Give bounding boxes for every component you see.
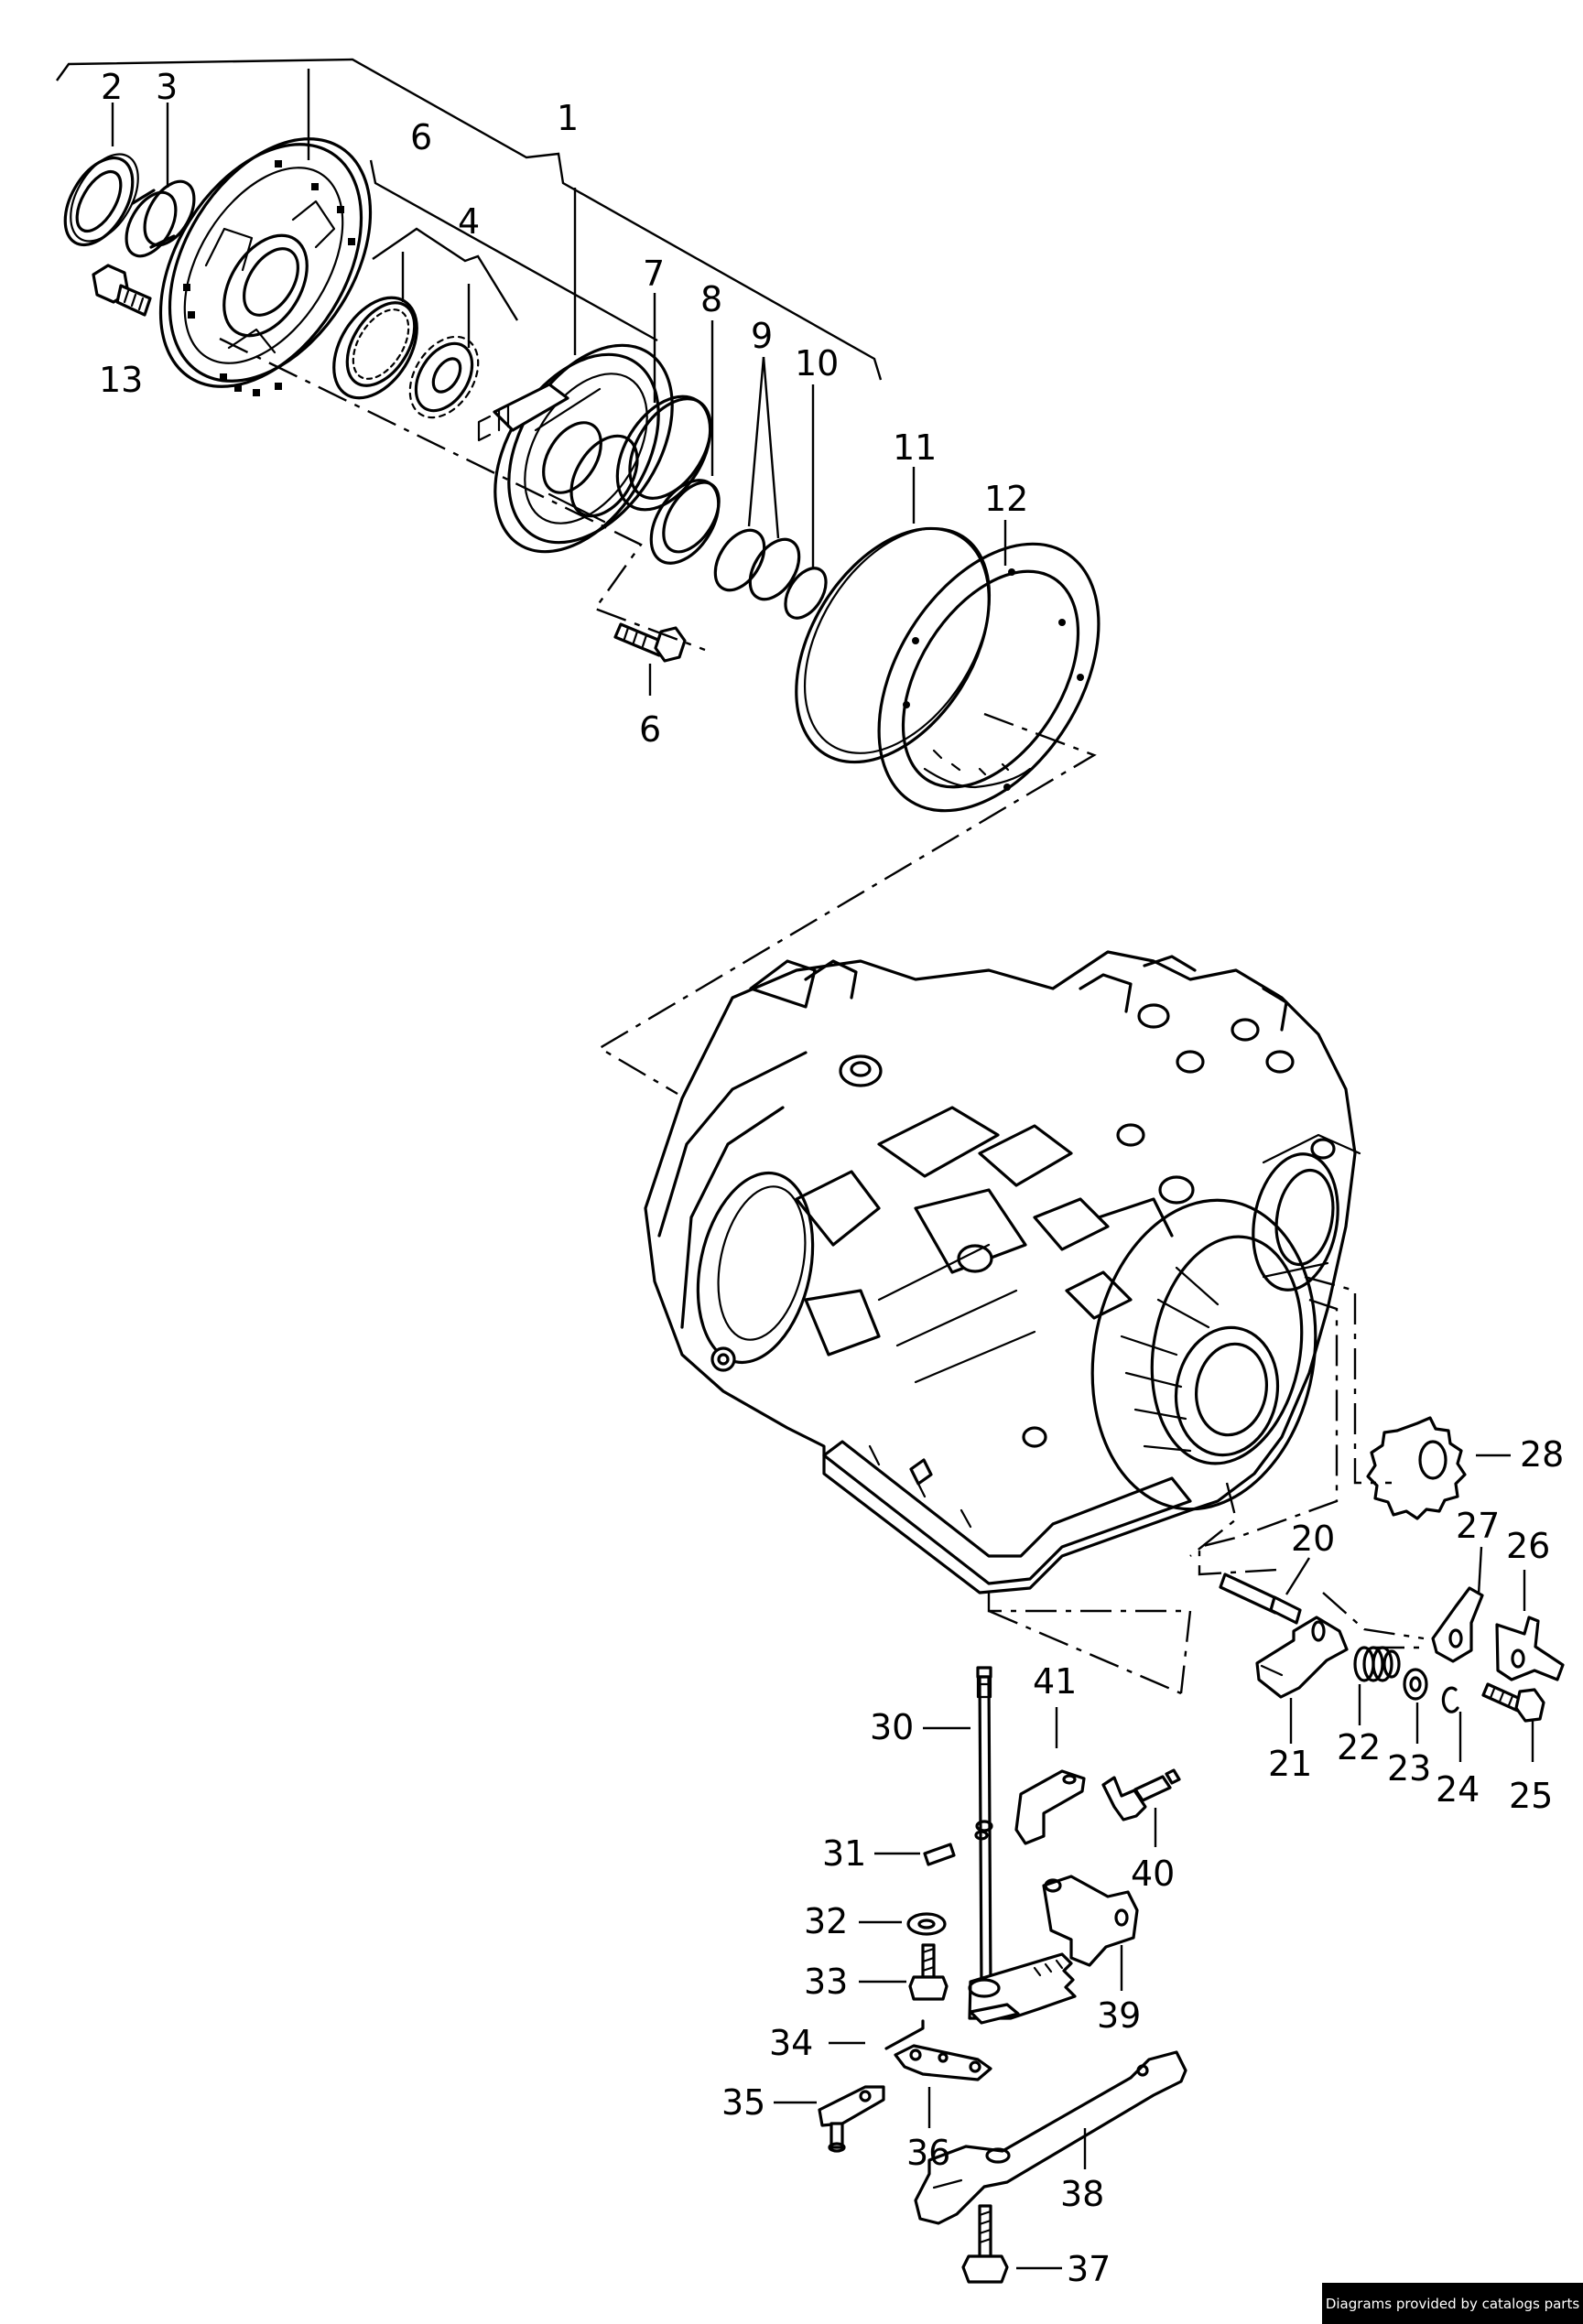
selector-shaft-part-30 <box>975 1666 993 1990</box>
callout-30: 30 <box>870 1707 914 1747</box>
callout-4: 4 <box>458 201 480 242</box>
callout-22: 22 <box>1337 1727 1381 1767</box>
detent-lever-part-21 <box>1255 1616 1349 1699</box>
bracket-part-26 <box>1495 1616 1565 1681</box>
footer-credit-text: Diagrams provided by catalogs parts <box>1325 2295 1580 2312</box>
snap-rings-part-9 <box>713 528 801 601</box>
bolt-part-37 <box>961 2204 1009 2284</box>
pump-shaft-part-1 <box>477 343 674 554</box>
callout-27: 27 <box>1456 1506 1500 1546</box>
callout-26: 26 <box>1506 1526 1550 1566</box>
gear-set-part-4 <box>332 296 480 419</box>
callout-11: 11 <box>893 427 937 468</box>
callout-10: 10 <box>795 343 839 384</box>
bolt-part-33 <box>908 1943 949 2001</box>
callout-37: 37 <box>1067 2249 1111 2289</box>
callout-2: 2 <box>101 67 123 107</box>
switch-part-39 <box>1042 1875 1139 1967</box>
circlip-part-24 <box>1441 1686 1459 1713</box>
alignment-lines-top <box>219 337 1097 1096</box>
callout-23: 23 <box>1387 1748 1431 1789</box>
lever-part-27 <box>1431 1586 1484 1663</box>
o-ring-part-11 <box>795 526 992 764</box>
callout-3: 3 <box>156 67 178 107</box>
washer-part-32 <box>906 1912 947 1936</box>
pin-part-31 <box>923 1830 989 1866</box>
washer-part-23 <box>1403 1668 1428 1701</box>
callout-36: 36 <box>906 2133 950 2173</box>
callout-31: 31 <box>822 1833 866 1874</box>
transmission-housing <box>644 950 1361 1594</box>
callout-34: 34 <box>769 2023 813 2063</box>
spring-part-22 <box>1353 1646 1401 1682</box>
bolt-part-25 <box>1481 1682 1545 1723</box>
alignment-lines-housing <box>987 1275 1428 1695</box>
callout-32: 32 <box>804 1901 848 1941</box>
plate-part-36 <box>894 2044 992 2081</box>
callout-40: 40 <box>1131 1854 1175 1894</box>
callout-1: 1 <box>557 98 579 138</box>
callout-12: 12 <box>984 479 1028 519</box>
bolt-part-13 <box>92 264 152 317</box>
bolt-part-6 <box>613 622 687 663</box>
selector-segment <box>968 1952 1077 2025</box>
callout-38: 38 <box>1060 2174 1104 2214</box>
gasket-part-12 <box>877 542 1101 813</box>
lever-part-35 <box>818 2085 885 2153</box>
clip-part-34 <box>884 2019 925 2050</box>
callout-8: 8 <box>700 279 722 319</box>
callout-39: 39 <box>1097 1995 1141 2036</box>
seal-ring-part-2 <box>63 153 139 247</box>
sensor-part-40 <box>1101 1768 1181 1821</box>
ring-part-10 <box>784 567 828 620</box>
operating-lever-part-38 <box>914 2050 1187 2225</box>
callout-labels: 2 3 6 1 4 7 8 9 10 13 11 12 6 28 20 27 2… <box>99 67 1564 2289</box>
callout-28: 28 <box>1520 1434 1564 1475</box>
leader-lines <box>111 69 1534 2270</box>
callout-21: 21 <box>1268 1744 1312 1784</box>
callout-33: 33 <box>804 1962 848 2002</box>
callout-9: 9 <box>751 316 773 356</box>
ring-part-8 <box>649 479 721 565</box>
clamp-part-41 <box>1014 1769 1086 1845</box>
callout-7: 7 <box>643 254 665 294</box>
pin-part-20 <box>1219 1573 1302 1625</box>
sprocket-part-28 <box>1366 1416 1467 1520</box>
pump-housing-part-6 <box>158 137 373 396</box>
group-bracket-lines <box>56 58 883 381</box>
callout-13: 13 <box>99 360 143 400</box>
callout-25: 25 <box>1509 1776 1553 1816</box>
footer-credit-badge: Diagrams provided by catalogs parts <box>1322 2283 1583 2324</box>
callout-41: 41 <box>1033 1661 1077 1702</box>
callout-35: 35 <box>721 2082 765 2123</box>
seal-ring-part-7 <box>615 395 712 512</box>
callout-20: 20 <box>1291 1519 1335 1559</box>
callout-6-bottom: 6 <box>639 709 661 750</box>
callout-24: 24 <box>1436 1769 1480 1810</box>
callout-6-top: 6 <box>410 117 432 157</box>
